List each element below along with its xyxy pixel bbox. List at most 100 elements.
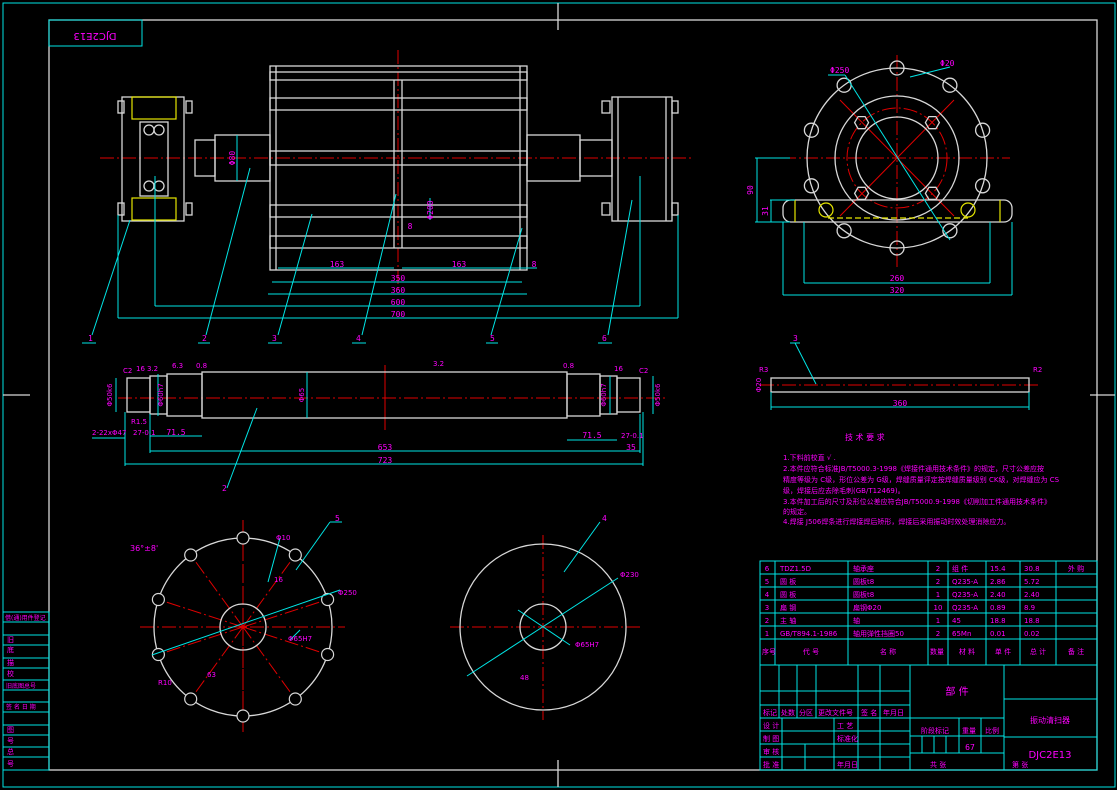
tb-std: 标准化	[837, 734, 858, 743]
bolt-hole	[942, 77, 958, 93]
radial-centerline	[242, 597, 334, 628]
tb-weight-value: 67	[965, 743, 975, 752]
dim-27-left: 27-0.1	[133, 429, 156, 437]
mirrored-code: DJC2E13	[73, 30, 116, 41]
parts-cell-name: 轴承座	[853, 564, 874, 573]
tech-req-line-6: 的规定。	[783, 507, 811, 516]
dim-90: 90	[746, 185, 755, 195]
edge-notch	[288, 548, 302, 562]
dim-360: 360	[391, 286, 406, 295]
bolt-hole	[889, 240, 905, 256]
radial-centerline	[186, 626, 244, 705]
parts-cell-total: 18.8	[1024, 617, 1040, 625]
parts-cell-code: 主 轴	[780, 616, 796, 625]
parts-cell-no: 1	[765, 630, 769, 638]
parts-cell-material: Q235-A	[952, 591, 978, 599]
bolt-hole	[803, 178, 820, 194]
dim-phi60-right: Φ60h7	[600, 383, 608, 406]
header-material: 材 料	[959, 647, 975, 656]
part5-disc-view: 5 36°±8' Φ10 16 Φ250 Φ65H7 R10 63	[130, 514, 357, 732]
strip-8: 号	[7, 737, 14, 745]
parts-cell-no: 5	[765, 578, 769, 586]
part3-dim-r3: R3	[759, 366, 768, 374]
edge-notch	[321, 647, 335, 662]
dim-phi60-left: Φ60h7	[157, 383, 165, 406]
parts-cell-qty: 1	[936, 617, 940, 625]
part4-dim-48: 48	[520, 674, 529, 682]
part3-bar-view: 3 R3 R2 Φ20 360	[755, 334, 1042, 410]
hex-nut	[853, 115, 870, 130]
header-unit: 单 件	[995, 647, 1011, 656]
tb-date-2: 年月日	[837, 760, 858, 769]
left-registration-strip: 借(通)用件登记 旧 底 描 校 旧底图总号 签 名 日 期 图 号 总 号	[2, 611, 50, 771]
parts-cell-code: 圆 板	[780, 577, 796, 586]
assembly-view: 163 163 8 8 350 360 600 700 Φ80 Φ200 1 2…	[82, 50, 692, 344]
strip-4: 校	[7, 669, 14, 678]
strip-2: 底	[7, 645, 14, 654]
dim-27-right: 27-0.1	[621, 432, 644, 440]
tb-mark: 标记	[763, 708, 777, 717]
tb-weight: 重量	[962, 727, 976, 735]
rough-0.8-left: 0.8	[196, 362, 207, 370]
parts-cell-no: 6	[765, 565, 770, 573]
parts-cell-total: 5.72	[1024, 578, 1040, 586]
strip-borrowed: 借(通)用件登记	[5, 614, 46, 622]
dim-phi65: Φ65	[298, 388, 306, 402]
parts-cell-unit: 15.4	[990, 565, 1006, 573]
dim-31: 31	[761, 206, 770, 216]
rough-3.2-left: 3.2	[147, 365, 158, 373]
part3-dim-r2: R2	[1033, 366, 1042, 374]
part3-balloon: 3	[793, 334, 798, 343]
edge-notch	[288, 692, 302, 706]
edge-notch	[321, 592, 335, 607]
dim-163-right: 163	[452, 260, 467, 269]
tb-approve: 批 准	[763, 760, 779, 769]
bolt-hole	[974, 122, 991, 138]
part4-balloon: 4	[602, 514, 607, 523]
balloon-2: 2	[202, 334, 207, 343]
parts-cell-unit: 18.8	[990, 617, 1006, 625]
parts-cell-unit: 0.89	[990, 604, 1006, 612]
tb-zone: 分区	[799, 708, 813, 717]
dim-163-left: 163	[330, 260, 345, 269]
tech-req-line-3: 精度等级为 C级，形位公差为 G级，焊缝质量评定按焊缝质量级别 CK级，对焊缝应…	[783, 475, 1060, 484]
tb-product-name: 振动清扫器	[1030, 715, 1070, 725]
parts-cell-material: 65Mn	[952, 630, 971, 638]
parts-cell-material: 45	[952, 617, 961, 625]
chamfer-c2-right: C2	[639, 367, 648, 375]
dim-260: 260	[890, 274, 905, 283]
dim-phi200: Φ200	[426, 200, 435, 219]
dim-35: 35	[626, 443, 636, 452]
dim-8-center: 8	[408, 222, 413, 231]
dim-71.5-right: 71.5	[582, 431, 601, 440]
dim-keyway: 2-22xΦ47	[92, 429, 126, 437]
balloon-5: 5	[490, 334, 495, 343]
chamfer-c2-left: C2	[123, 367, 132, 375]
strip-10: 号	[7, 760, 14, 768]
radial-centerline	[152, 626, 244, 657]
parts-cell-name: 圆板t8	[853, 577, 874, 586]
title-block: 标记 处数 分区 更改文件号 签 名 年月日 设 计 制 图 审 核 批 准 工…	[759, 664, 1098, 771]
center-marks	[3, 3, 1115, 787]
parts-cell-total: 8.9	[1024, 604, 1035, 612]
strip-6: 签 名 日 期	[6, 703, 36, 711]
dim-phi50k6-left: Φ50k6	[106, 383, 114, 406]
bolt-hole	[942, 223, 958, 239]
part5-dim-16: 16	[274, 576, 283, 584]
dim-700: 700	[391, 310, 406, 319]
radial-centerline	[152, 597, 244, 628]
balloon-6: 6	[602, 334, 607, 343]
parts-cell-unit: 0.01	[990, 630, 1006, 638]
shaft-view: Φ50k6 Φ60h7 Φ65 Φ60h7 Φ50k6 C2 16 3.2 6.…	[92, 360, 665, 493]
tech-req-line-1: 1.下料前校直 √ .	[783, 453, 836, 462]
part5-dim-phi10: Φ10	[276, 534, 290, 542]
dim-653: 653	[378, 443, 393, 452]
parts-cell-no: 2	[765, 617, 769, 625]
parts-cell-total: 30.8	[1024, 565, 1040, 573]
bolt-hole	[836, 223, 852, 239]
part4-dim-phi230: Φ230	[620, 571, 639, 579]
radial-centerline	[242, 549, 300, 628]
parts-cell-qty: 2	[936, 630, 940, 638]
